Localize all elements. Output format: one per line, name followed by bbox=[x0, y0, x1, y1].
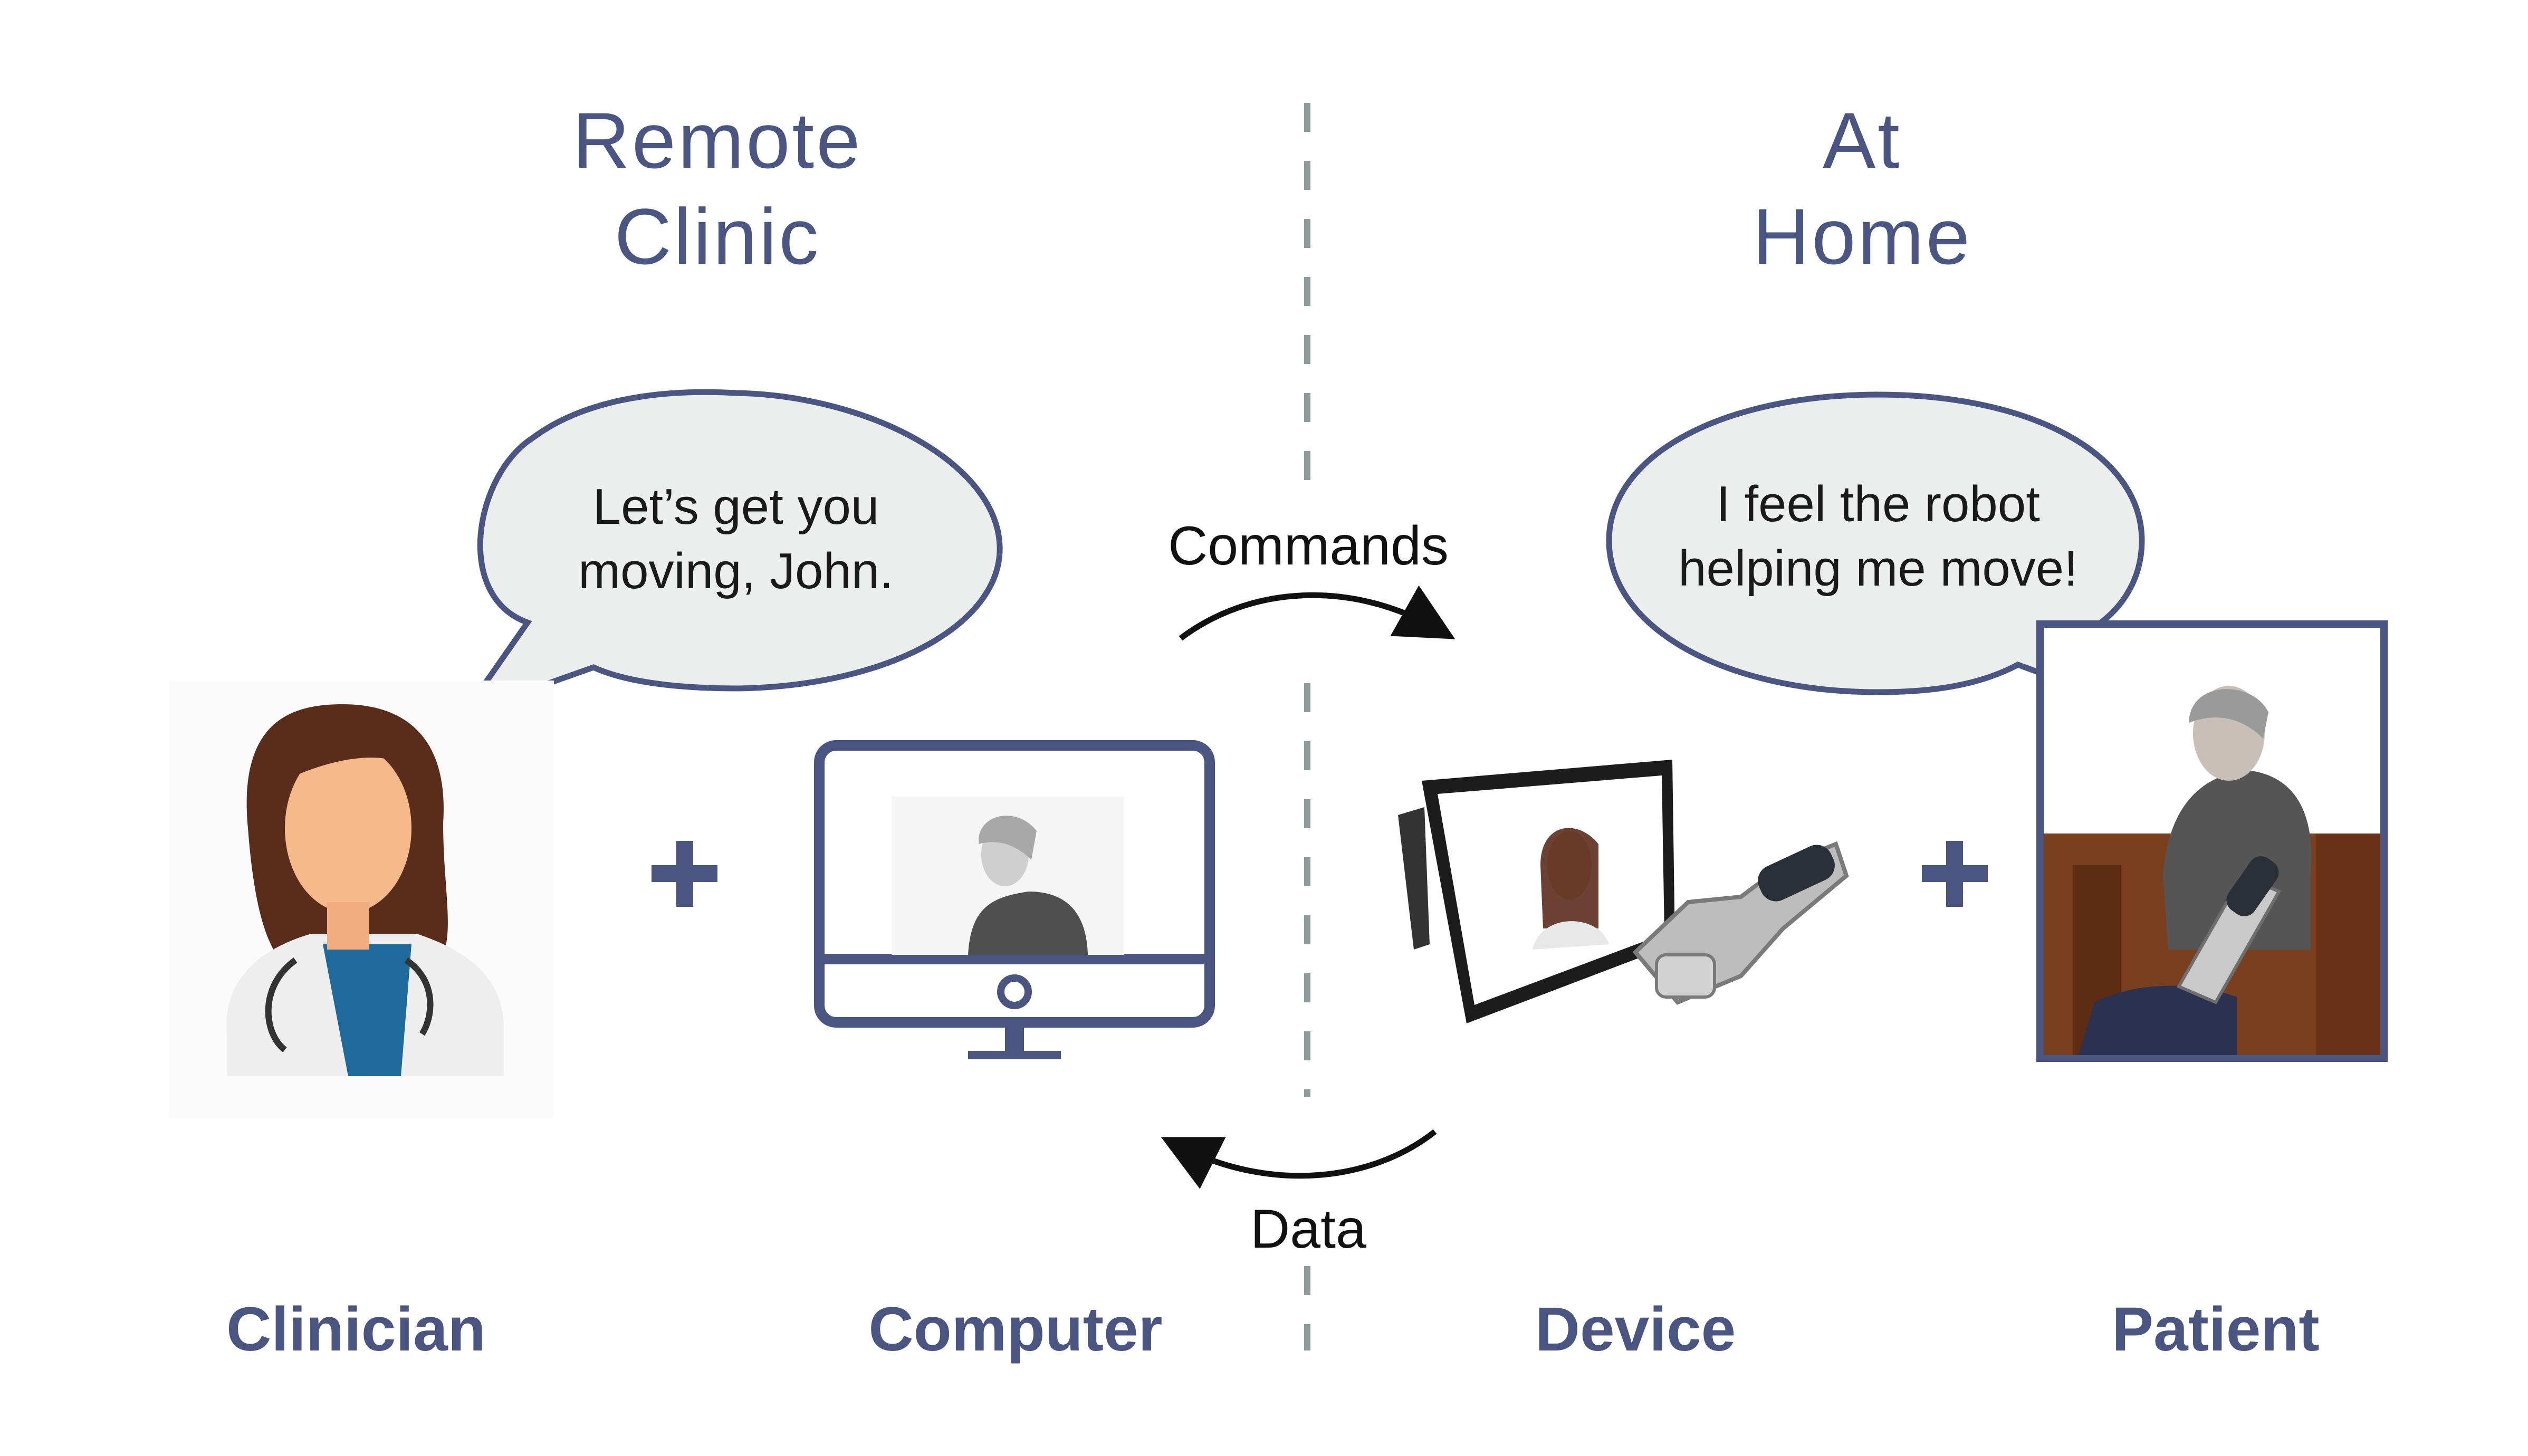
heading-line: Home bbox=[1752, 192, 1972, 281]
patient-speech-bubble bbox=[1606, 391, 2164, 721]
clinician-label: Clinician bbox=[226, 1295, 486, 1364]
at-home-heading: At Home bbox=[1672, 92, 2052, 284]
heading-line: Clinic bbox=[614, 192, 821, 281]
patient-photo bbox=[2036, 620, 2388, 1062]
computer-label: Computer bbox=[868, 1295, 1163, 1364]
speech-line: I feel the robot bbox=[1716, 476, 2040, 532]
clinician-speech-bubble bbox=[456, 389, 1003, 719]
device-label: Device bbox=[1535, 1295, 1736, 1364]
commands-arrow bbox=[1179, 585, 1455, 641]
plus-icon bbox=[1922, 841, 1988, 907]
speech-line: moving, John. bbox=[578, 543, 894, 599]
heading-line: At bbox=[1823, 96, 1902, 185]
commands-label: Commands bbox=[1168, 515, 1449, 577]
patient-speech-text: I feel the robot helping me move! bbox=[1646, 472, 2110, 601]
heading-line: Remote bbox=[572, 96, 863, 185]
patient-label: Patient bbox=[2112, 1295, 2320, 1364]
plus-icon bbox=[652, 841, 717, 907]
monitor-icon bbox=[814, 740, 1215, 1059]
data-label: Data bbox=[1250, 1199, 1366, 1260]
speech-line: helping me move! bbox=[1678, 540, 2078, 597]
clinician-avatar bbox=[169, 681, 554, 1118]
tablet-robot-icon bbox=[1398, 760, 1849, 1023]
remote-clinic-heading: Remote Clinic bbox=[528, 92, 907, 284]
clinician-speech-text: Let’s get you moving, John. bbox=[520, 475, 952, 604]
speech-line: Let’s get you bbox=[592, 478, 879, 535]
data-arrow bbox=[1161, 1129, 1437, 1189]
